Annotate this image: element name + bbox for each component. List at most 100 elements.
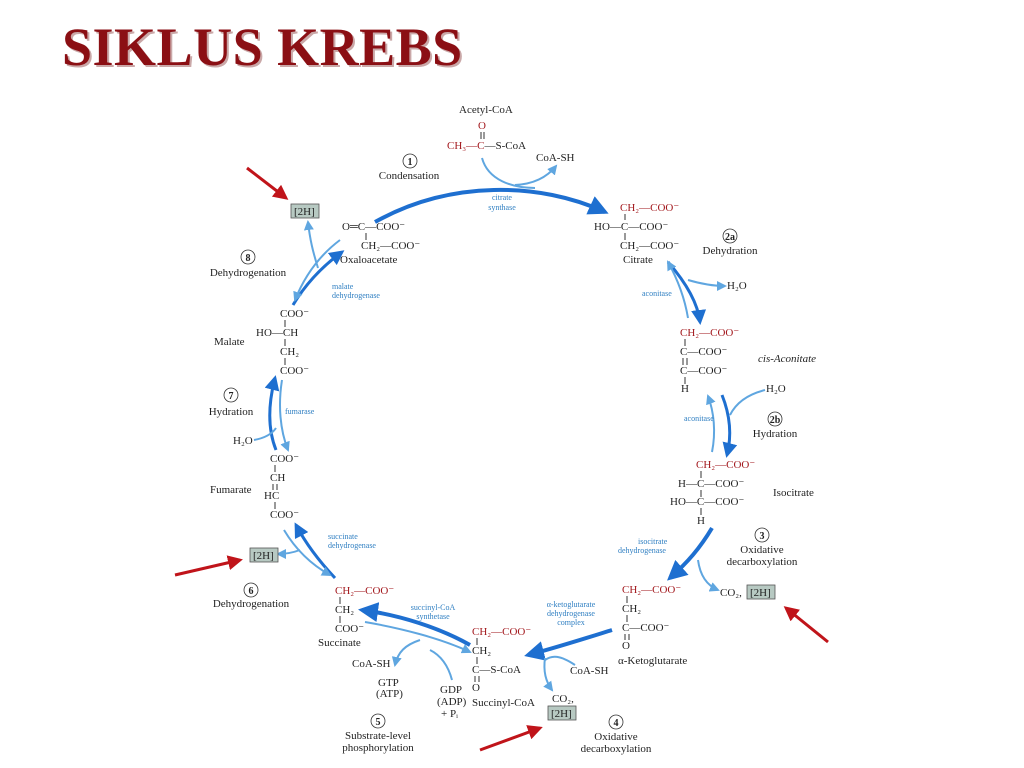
co2-label-4: CO₂, [552,693,574,705]
akg-line-4: O [622,640,630,652]
enzyme-fumarase: fumarase [285,407,315,416]
isocitrate-name: Isocitrate [773,487,814,499]
arrow-succinyl-coa-to-succinate [358,602,471,647]
arrow-gdp-in-5 [429,649,453,681]
step-3-label-1: Oxidative [740,544,783,556]
step-7-label: Hydration [209,406,254,418]
co2-label-3: CO₂, [720,587,742,599]
step-2b-number: 2b [770,415,781,426]
alpha-ketoglutarate: CH₂—COO⁻ CH₂ C—COO⁻ O α-Ketoglutarate [618,584,687,667]
arrow-acetyl-coa-in [481,157,536,189]
enzyme-akg-dh-2: dehydrogenase [547,609,595,618]
step-labels: 1 Condensation 2a Dehydration 2b Hydrati… [209,153,798,755]
arrow-fumarate-to-malate [264,375,280,451]
enzyme-succinyl-coa-synthetase-1: succinyl-CoA [411,603,456,612]
malate: COO⁻ HO—CH CH₂ COO⁻ Malate [214,308,309,377]
malate-line-3: CH₂ [280,346,299,358]
cis-aconitate-line-1: CH₂—COO⁻ [680,327,739,339]
pi-label: + Pᵢ [441,708,458,720]
highlight-arrow-top [246,166,289,200]
enzyme-aconitase-1: aconitase [642,289,672,298]
isocitrate-line-3: HO—C—COO⁻ [670,496,744,508]
arrow-akg-to-succinyl-coa [524,628,613,661]
arrow-coa-sh-in-4 [544,655,576,666]
enzyme-malate-dh-1: malate [332,282,354,291]
cis-aconitate-line-4: H [681,383,689,395]
citrate-name: Citrate [623,254,653,266]
malate-line-4: COO⁻ [280,365,309,377]
malate-line-1: COO⁻ [280,308,309,320]
arrow-coa-sh-out [514,164,558,186]
isocitrate-line-1: CH₂—COO⁻ [696,459,755,471]
enzyme-aconitase-2: aconitase [684,414,714,423]
enzyme-citrate-synthase-1: citrate [492,193,512,202]
cis-aconitate-line-2: C—COO⁻ [680,346,728,358]
coa-sh-top: CoA-SH [536,152,575,164]
acetyl-coa-name: Acetyl-CoA [459,104,513,116]
succinate-line-2: CH₂ [335,604,354,616]
malate-line-2: HO—CH [256,327,298,339]
oxaloacetate-line-2: CH₂—COO⁻ [361,240,420,252]
arrow-isocitrate-to-cis-aconitate [706,394,716,453]
akg-line-3: C—COO⁻ [622,622,670,634]
arrow-isocitrate-to-akg [667,526,714,581]
step-4-label-2: decarboxylation [581,743,652,755]
succinate: CH₂—COO⁻ CH₂ COO⁻ Succinate [318,585,394,649]
fumarate-line-4: COO⁻ [270,509,299,521]
arrow-fumarate-to-succinate [283,529,332,576]
oxaloacetate: O═C—COO⁻ CH₂—COO⁻ Oxaloacetate [340,221,420,266]
succinyl-coa-line-3: C—S-CoA [472,664,521,676]
gdp-label: GDP [440,684,462,696]
step-5-label-2: phosphorylation [342,742,414,754]
isocitrate-line-4: H [697,515,705,527]
arrow-cis-aconitate-to-citrate [667,260,689,319]
fumarate-line-1: COO⁻ [270,453,299,465]
enzyme-isocitrate-dh-2: dehydrogenase [618,546,666,555]
enzyme-akg-dh-1: α-ketoglutarate [547,600,596,609]
highlight-arrows [174,166,829,752]
arrow-coa-sh-out-5 [391,639,421,667]
cis-aconitate-line-3: C—COO⁻ [680,365,728,377]
enzyme-isocitrate-dh-1: isocitrate [638,537,668,546]
succinate-line-3: COO⁻ [335,623,364,635]
enzyme-succinate-dh-2: dehydrogenase [328,541,376,550]
enzyme-succinate-dh-1: succinate [328,532,358,541]
arrow-h2o-in-2b [729,389,766,416]
fumarate-line-3: HC [264,490,279,502]
coa-sh-label-5: CoA-SH [352,658,391,670]
succinyl-coa-line-1: CH₂—COO⁻ [472,626,531,638]
succinyl-coa-line-4: O [472,682,480,694]
step-1-label: Condensation [379,170,440,182]
arrow-co2-out-4 [543,657,554,692]
step-2a-label: Dehydration [703,245,758,257]
succinate-line-1: CH₂—COO⁻ [335,585,394,597]
succinyl-coa-line-2: CH₂ [472,645,491,657]
arrow-condensation [374,188,609,224]
step-3-label-2: decarboxylation [727,556,798,568]
h2-box-top: [2H] [294,206,315,218]
slide-title: SIKLUS KREBS [62,17,463,77]
step-8-label: Dehydrogenation [210,267,287,279]
atp-label: (ATP) [376,688,403,700]
step-5-number: 5 [376,717,381,728]
oxaloacetate-name: Oxaloacetate [340,254,398,266]
h2o-label-7: H₂O [233,435,253,447]
arrow-2h-out-8 [303,220,319,269]
fumarate: COO⁻ CH HC COO⁻ Fumarate [210,453,299,521]
highlight-arrow-left [174,555,243,577]
step-7-number: 7 [229,391,234,402]
step-8-number: 8 [246,253,251,264]
enzyme-labels: citrate synthase aconitase aconitase iso… [285,193,714,627]
isocitrate: CH₂—COO⁻ H—C—COO⁻ HO—C—COO⁻ H Isocitrate [670,459,814,527]
h2-box-right: [2H] [750,587,771,599]
succinate-name: Succinate [318,637,361,649]
step-5-label-1: Substrate-level [345,730,411,742]
akg-line-2: CH₂ [622,603,641,615]
step-6-label: Dehydrogenation [213,598,290,610]
acetyl-coa: Acetyl-CoA O CH₃—C—S-CoA CoA-SH [447,104,575,164]
enzyme-citrate-synthase-2: synthase [488,203,516,212]
fumarate-name: Fumarate [210,484,252,496]
h2o-label-2a: H₂O [727,280,747,292]
highlight-arrow-right [783,606,829,644]
